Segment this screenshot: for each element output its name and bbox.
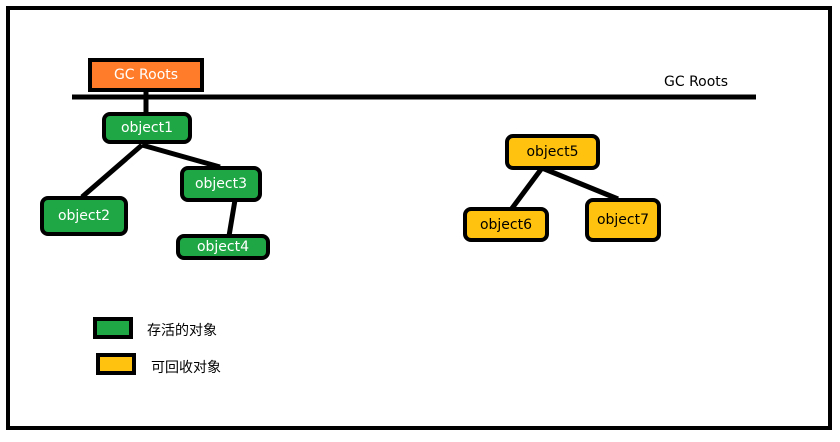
legend-collectable-swatch xyxy=(96,353,136,375)
node-object1-label: object1 xyxy=(120,120,174,136)
legend-alive-label: 存活的对象 xyxy=(147,323,217,339)
node-object7: object7 xyxy=(585,198,661,242)
node-object4: object4 xyxy=(176,234,270,260)
gc-roots-box-label: GC Roots xyxy=(113,67,179,83)
node-object5: object5 xyxy=(505,134,600,170)
edge-object5-object6 xyxy=(507,166,545,213)
legend-collectable-label: 可回收对象 xyxy=(151,360,221,376)
outer-frame xyxy=(6,6,832,430)
node-object6-label: object6 xyxy=(479,216,533,233)
node-object3-label: object3 xyxy=(194,176,248,192)
gc-roots-box: GC Roots xyxy=(88,58,204,92)
gc-roots-line-label: GC Roots xyxy=(664,74,729,90)
node-object2-label: object2 xyxy=(57,208,111,224)
edge-object3-object4 xyxy=(226,199,238,237)
edge-object1-object2 xyxy=(80,143,144,199)
node-object5-label: object5 xyxy=(526,144,579,160)
node-object3: object3 xyxy=(180,166,262,202)
node-object7-label: object7 xyxy=(596,212,650,228)
edge-object1-object3 xyxy=(141,142,221,170)
edge-object5-object7 xyxy=(541,165,619,202)
node-object4-label: object4 xyxy=(196,239,250,255)
legend-alive-swatch xyxy=(93,317,133,339)
node-object1: object1 xyxy=(102,112,192,144)
node-object6: object6 xyxy=(463,207,549,242)
node-object2: object2 xyxy=(40,196,128,236)
